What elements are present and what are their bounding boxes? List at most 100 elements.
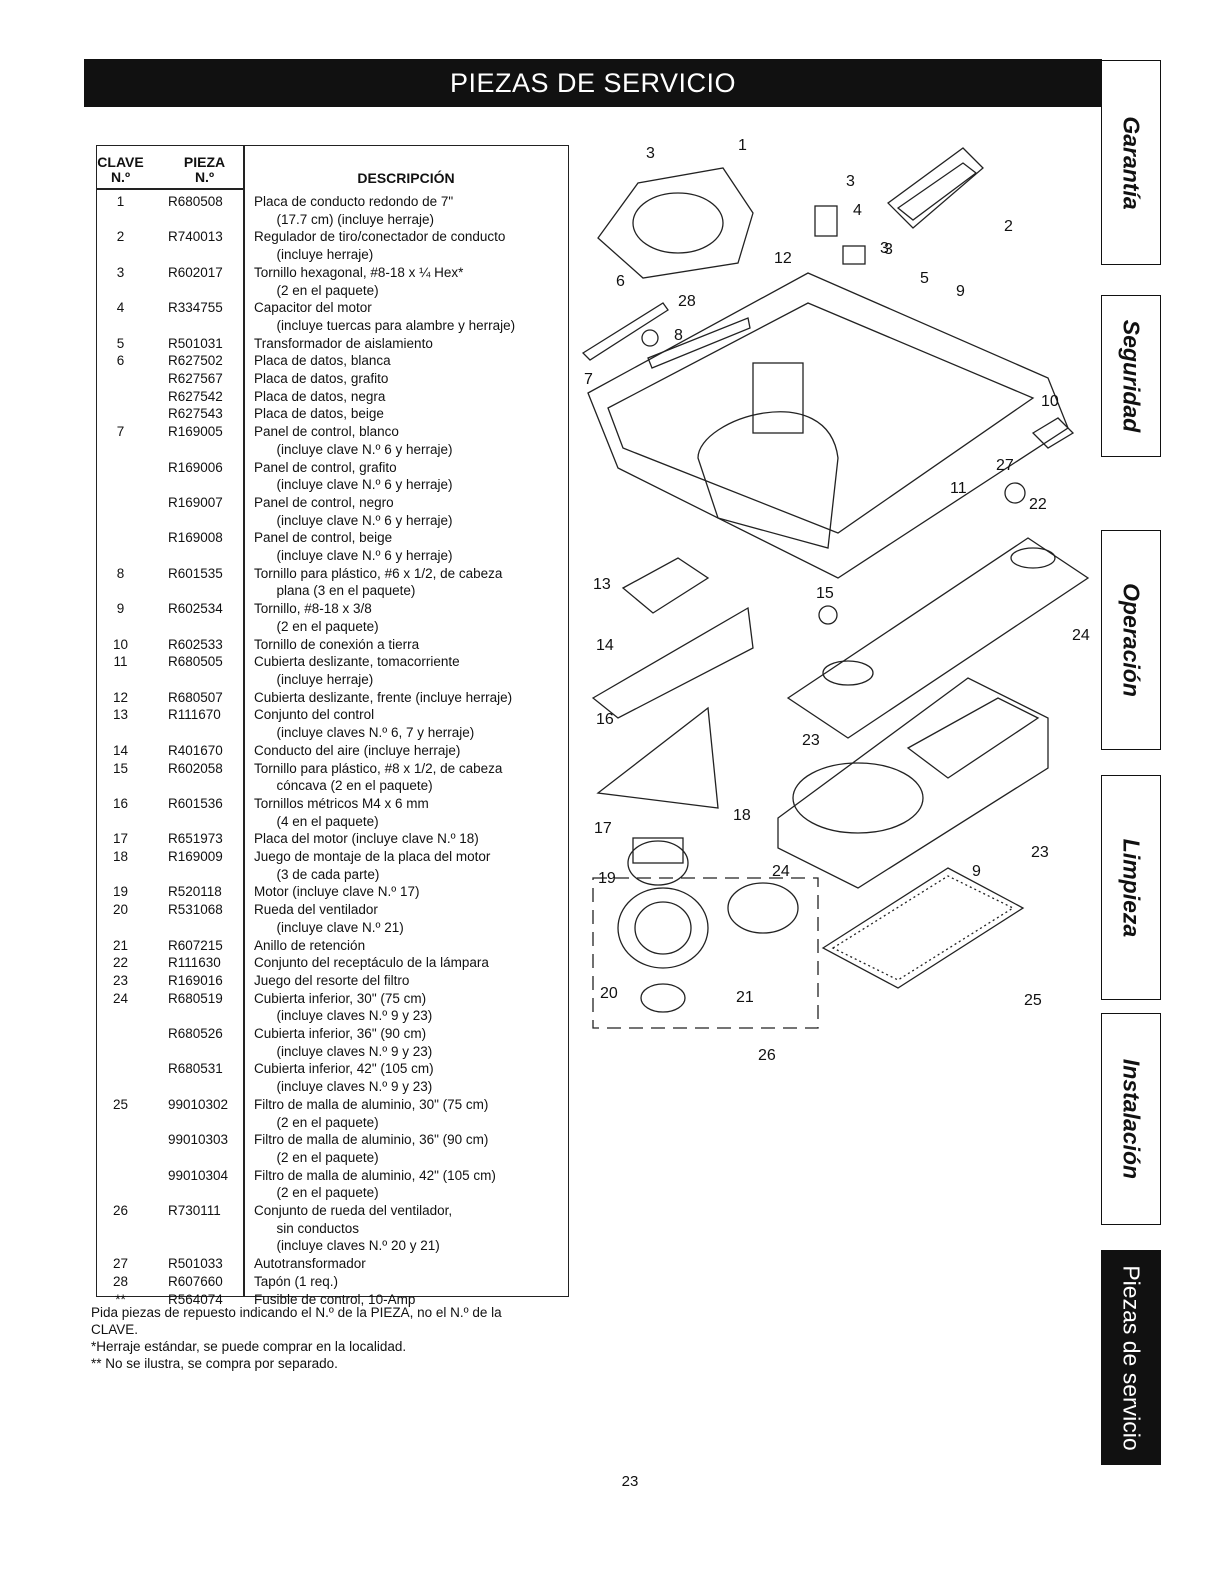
section-tab[interactable]: Piezas de servicio xyxy=(1101,1250,1161,1465)
part-description-cell: Conjunto de rueda del ventilador, xyxy=(254,1203,453,1219)
section-tab[interactable]: Limpieza xyxy=(1101,775,1161,1000)
part-number-cell xyxy=(144,1149,243,1167)
section-tab[interactable]: Instalación xyxy=(1101,1013,1161,1225)
part-key-cell xyxy=(97,441,144,459)
table-row: cóncava (2 en el paquete) xyxy=(97,777,577,795)
part-description-cell: Conjunto del receptáculo de la lámpara xyxy=(254,955,489,971)
part-description-cell: Placa de datos, grafito xyxy=(254,371,389,387)
part-key-cell: 21 xyxy=(112,937,129,953)
part-description-cell: Conjunto del control xyxy=(254,707,375,723)
part-description-cell: Capacitor del motor xyxy=(254,300,372,316)
part-number-cell: R111670 xyxy=(168,707,221,723)
part-key-cell xyxy=(97,777,144,795)
part-number-cell: 99010304 xyxy=(168,1167,229,1183)
part-description-cell: Tornillo para plástico, #8 x 1/2, de cab… xyxy=(254,760,503,776)
part-number-cell: R680531 xyxy=(168,1061,223,1077)
part-number-cell: R730111 xyxy=(168,1203,221,1219)
table-row: 25 99010302 Filtro de malla de aluminio, 3… xyxy=(97,1096,577,1114)
part-description-cell: Panel de control, beige xyxy=(254,530,393,546)
part-number-cell xyxy=(144,441,243,459)
part-description-cell: Tornillo, #8-18 x 3/8 xyxy=(254,601,372,617)
part-number-cell: R602534 xyxy=(168,601,223,617)
part-number-cell: R169007 xyxy=(168,494,223,510)
section-tab-label: Operación xyxy=(1118,583,1145,697)
diagram-callout: 10 xyxy=(1041,393,1059,410)
col-header-pieza: PIEZA N.º xyxy=(183,154,226,185)
section-tab[interactable]: Garantía xyxy=(1101,60,1161,265)
part-description-cell: Tapón (1 req.) xyxy=(254,1273,339,1289)
section-tab[interactable]: Operación xyxy=(1101,530,1161,750)
part-key-cell: 16 xyxy=(112,795,129,811)
part-description-cell: cóncava (2 en el paquete) xyxy=(254,778,433,794)
part-description-cell: Cubierta inferior, 30" (75 cm) xyxy=(254,990,427,1006)
part-number-cell: R651973 xyxy=(168,831,223,847)
diagram-callout: 14 xyxy=(596,637,614,654)
table-row: plana (3 en el paquete) xyxy=(97,582,577,600)
part-description-cell: Fusible de control, 10-Amp xyxy=(254,1291,416,1307)
part-number-cell xyxy=(144,1184,243,1202)
part-key-cell xyxy=(97,1114,144,1132)
part-number-cell xyxy=(144,1220,243,1238)
part-description-cell: (incluye claves N.º 9 y 23) xyxy=(254,1079,433,1095)
page-number: 23 xyxy=(621,1473,639,1490)
part-number-cell xyxy=(144,1007,243,1025)
order-notes: Pida piezas de repuesto indicando el N.º… xyxy=(91,1304,631,1372)
part-number-cell xyxy=(144,211,243,229)
diagram-callout: 13 xyxy=(593,576,611,593)
part-description-cell: (incluye claves N.º 20 y 21) xyxy=(254,1238,440,1254)
part-key-cell: 25 xyxy=(112,1096,129,1112)
table-row: (2 en el paquete) xyxy=(97,282,577,300)
part-key-cell xyxy=(97,1078,144,1096)
part-description-cell: Filtro de malla de aluminio, 36" (90 cm) xyxy=(254,1132,489,1148)
diagram-callout: 9 xyxy=(972,863,981,880)
part-key-cell xyxy=(97,1167,144,1185)
diagram-callout: 16 xyxy=(596,711,614,728)
part-number-cell: R501031 xyxy=(168,335,223,351)
part-number-cell: R627502 xyxy=(168,353,223,369)
part-key-cell: 2 xyxy=(116,229,125,245)
part-key-cell: 14 xyxy=(112,742,129,758)
part-description-cell: Tornillo para plástico, #6 x 1/2, de cab… xyxy=(254,565,503,581)
part-key-cell: 11 xyxy=(113,654,128,670)
part-description-cell: Transformador de aislamiento xyxy=(254,335,433,351)
part-key-cell: 8 xyxy=(116,565,125,581)
diagram-callout: 20 xyxy=(600,985,618,1002)
part-number-cell xyxy=(144,813,243,831)
part-description-cell: (2 en el paquete) xyxy=(254,618,379,634)
diagram-callout: 5 xyxy=(920,270,929,287)
diagram-callout: 25 xyxy=(1024,992,1042,1009)
diagram-callout: 15 xyxy=(816,585,834,602)
table-row: (incluye claves N.º 9 y 23) xyxy=(97,1043,577,1061)
table-row: (incluye clave N.º 6 y herraje) xyxy=(97,441,577,459)
part-key-cell: 18 xyxy=(112,849,129,865)
part-key-cell: 10 xyxy=(112,636,129,652)
part-number-cell: R520118 xyxy=(168,884,222,900)
part-key-cell xyxy=(97,866,144,884)
diagram-callout: 2 xyxy=(1004,218,1013,235)
part-description-cell: Juego de montaje de la placa del motor xyxy=(254,849,491,865)
part-number-cell xyxy=(144,317,243,335)
part-number-cell: 99010302 xyxy=(168,1096,229,1112)
section-tab[interactable]: Seguridad xyxy=(1101,295,1161,457)
part-description-cell: (incluye clave N.º 6 y herraje) xyxy=(254,477,453,493)
part-description-cell: (17.7 cm) (incluye herraje) xyxy=(254,211,435,227)
part-description-cell: Motor (incluye clave N.º 17) xyxy=(254,884,420,900)
part-description-cell: Filtro de malla de aluminio, 30" (75 cm) xyxy=(254,1096,489,1112)
part-description-cell: Placa de conducto redondo de 7" xyxy=(254,194,454,209)
section-tab-label: Limpieza xyxy=(1118,838,1145,937)
table-row: (incluye clave N.º 6 y herraje) xyxy=(97,476,577,494)
part-key-cell: 26 xyxy=(112,1203,129,1219)
section-tab-label: Garantía xyxy=(1118,115,1145,210)
part-description-cell: Cubierta deslizante, tomacorriente xyxy=(254,654,460,670)
